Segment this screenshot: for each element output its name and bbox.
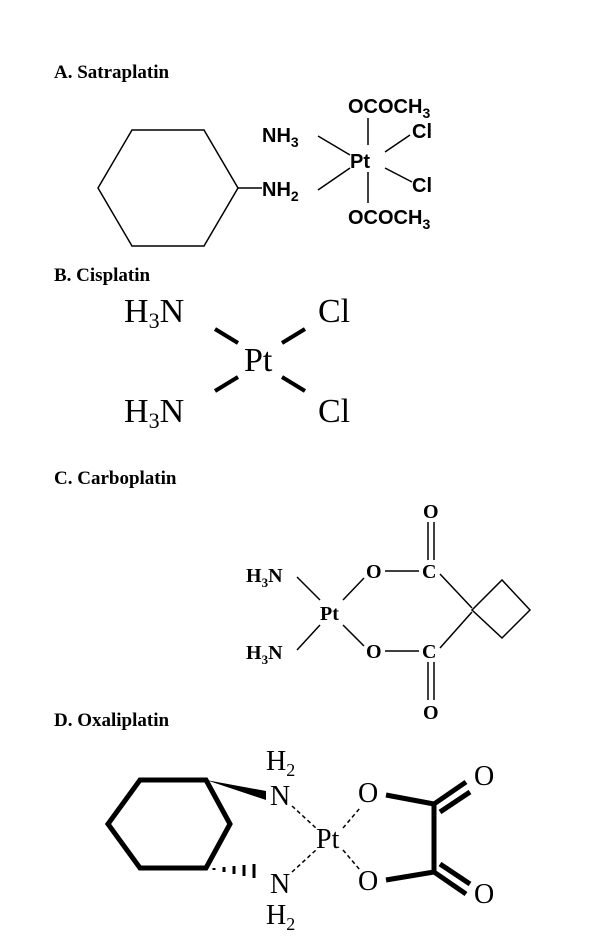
oxaliplatin-pt-label: Pt [316, 824, 340, 855]
satraplatin-cl-bottom-label: Cl [412, 175, 432, 197]
carboplatin-cyclobutane-ring [470, 578, 532, 640]
cisplatin-pt-cl-top-bond [280, 327, 307, 345]
oxaliplatin-o-ring-top-label: O [358, 778, 378, 809]
carboplatin-h3n-bottom-label: H3N [246, 642, 283, 667]
section-label-oxaliplatin: D. Oxaliplatin [54, 710, 170, 731]
satraplatin-oac-top-label: OCOCH3 [348, 96, 430, 121]
cisplatin-cl-top-label: Cl [318, 293, 350, 330]
satraplatin-cyclohexane-ring [97, 129, 239, 247]
cisplatin-h3n-top-label: H3N [124, 293, 184, 333]
cisplatin-pt-n-bottom-bond [213, 375, 240, 393]
carboplatin-h3n-top-label: H3N [246, 565, 283, 590]
carboplatin-c-bottom-label: C [422, 641, 436, 663]
satraplatin-pt-nh2-bond [317, 167, 351, 191]
section-label-cisplatin: B. Cisplatin [54, 265, 151, 286]
satraplatin-nh3-label: NH3 [262, 125, 299, 150]
satraplatin-structure: NH3 NH2 Pt OCOCH3 OCOCH3 Cl Cl [97, 96, 432, 247]
oxaliplatin-o-ring-bottom-label: O [358, 866, 378, 897]
oxaliplatin-pt-o-bottom-bond [342, 849, 361, 871]
oxaliplatin-carbonyl-top-line2 [438, 789, 472, 815]
oxaliplatin-carbonyl-bottom-line2 [438, 861, 472, 887]
cisplatin-cl-bottom-label: Cl [318, 393, 350, 430]
section-label-carboplatin: C. Carboplatin [54, 468, 177, 489]
carboplatin-pt-o-bottom-bond [342, 624, 365, 647]
carboplatin-o-bottom-label: O [366, 641, 382, 663]
carboplatin-n-bottom-pt-bond [296, 624, 321, 651]
satraplatin-cl-top-label: Cl [412, 121, 432, 143]
cisplatin-pt-cl-bottom-bond [280, 375, 307, 393]
oxaliplatin-carbonyl-o-top-label: O [474, 761, 494, 792]
satraplatin-pt-label: Pt [350, 151, 370, 173]
satraplatin-pt-cl-bottom-bond [384, 167, 413, 183]
cisplatin-h3n-bottom-label: H3N [124, 393, 184, 433]
oxaliplatin-n-top-pt-bond [291, 805, 317, 829]
satraplatin-nh2-label: NH2 [262, 179, 299, 204]
oxaliplatin-h2-bottom-label: H2 [266, 900, 295, 934]
carboplatin-pt-o-top-bond [342, 577, 365, 601]
oxaliplatin-cyclohexane-ring [104, 777, 233, 871]
oxaliplatin-o-c-top-bond [385, 792, 435, 807]
satraplatin-oac-bottom-label: OCOCH3 [348, 207, 430, 232]
oxaliplatin-carbonyl-top-line1 [432, 779, 468, 807]
oxaliplatin-wedge-bond [206, 780, 266, 800]
oxaliplatin-carbonyl-bottom-line1 [432, 869, 468, 897]
oxaliplatin-n-top-label: N [270, 781, 290, 812]
carboplatin-c-quat-top-bond [439, 573, 473, 609]
oxaliplatin-o-c-bottom-bond [385, 869, 435, 883]
oxaliplatin-n-bottom-label: N [270, 869, 290, 900]
carboplatin-structure: H3N H3N Pt O O C C O O [246, 501, 532, 724]
oxaliplatin-h2-top-label: H2 [266, 746, 295, 780]
carboplatin-pt-label: Pt [320, 603, 339, 625]
oxaliplatin-pt-o-top-bond [342, 807, 361, 829]
satraplatin-pt-nh3-bond [317, 135, 351, 156]
satraplatin-pt-cl-top-bond [384, 134, 411, 153]
oxaliplatin-structure: H2 N Pt N H2 O O O O [104, 746, 494, 934]
carboplatin-carbonyl-o-bottom-label: O [423, 702, 439, 724]
oxaliplatin-hashed-bond [212, 864, 256, 878]
carboplatin-carbonyl-o-top-label: O [423, 501, 439, 523]
cisplatin-pt-n-top-bond [213, 327, 240, 345]
oxaliplatin-carbonyl-o-bottom-label: O [474, 879, 494, 910]
section-label-satraplatin: A. Satraplatin [54, 62, 170, 83]
carboplatin-c-top-label: C [422, 561, 436, 583]
carboplatin-n-top-pt-bond [296, 576, 321, 601]
oxaliplatin-n-bottom-pt-bond [291, 849, 317, 873]
cisplatin-structure: H3N H3N Pt Cl Cl [124, 293, 350, 433]
cisplatin-pt-label: Pt [244, 342, 273, 379]
carboplatin-c-quat-bottom-bond [439, 611, 473, 649]
carboplatin-o-top-label: O [366, 561, 382, 583]
